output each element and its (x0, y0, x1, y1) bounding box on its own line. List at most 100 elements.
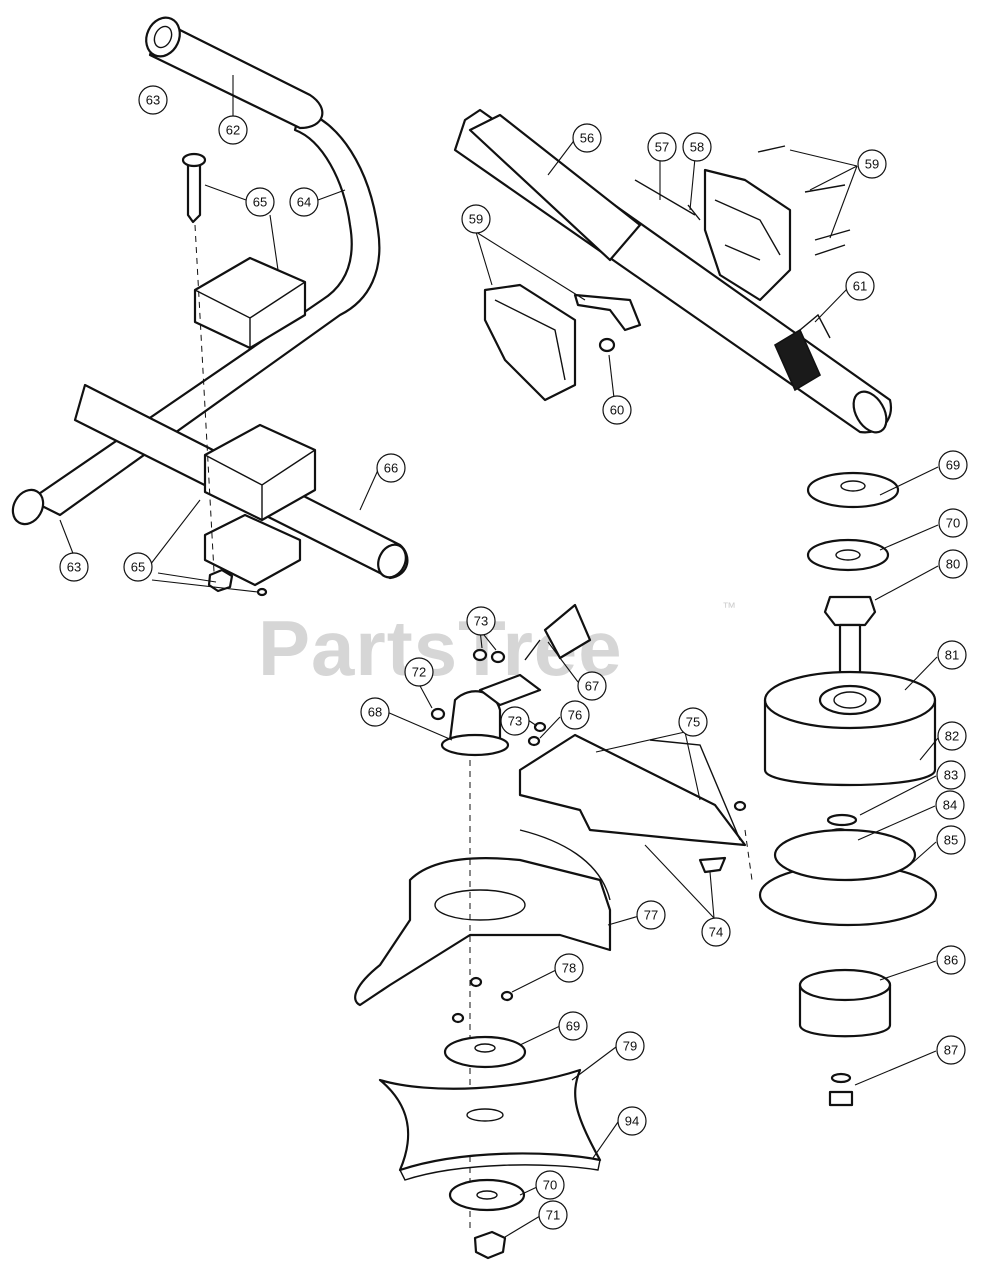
screw-72 (430, 707, 446, 721)
blade-79-hole (466, 1108, 504, 1122)
handle-grip (148, 18, 324, 130)
callout-72: 72 (404, 657, 434, 687)
callout-69: 69 (938, 450, 968, 480)
callout-78: 78 (554, 953, 584, 983)
callout-label: 87 (944, 1043, 958, 1058)
callout-73: 73 (466, 606, 496, 636)
nut-75 (733, 800, 747, 812)
callout-label: 61 (853, 279, 867, 294)
leader-94 (592, 1121, 619, 1159)
leader-79 (571, 1046, 617, 1081)
leader-66 (359, 469, 379, 511)
trimmer-head-stack (758, 471, 938, 1107)
cup-washer-69-hole (840, 480, 866, 492)
callout-59: 59 (461, 204, 491, 234)
cable-67 (543, 603, 592, 660)
spool-85-upper (773, 828, 917, 882)
shaft-clip (799, 313, 831, 339)
leader-82 (919, 737, 939, 761)
callout-label: 85 (944, 833, 958, 848)
adapter-nut-80 (823, 595, 877, 627)
clamp-screw (186, 158, 202, 224)
callout-69: 69 (558, 1011, 588, 1041)
callout-label: 70 (946, 516, 960, 531)
deflector-75 (518, 733, 747, 847)
callout-label: 67 (585, 679, 599, 694)
callout-79: 79 (615, 1031, 645, 1061)
leader-65a (204, 184, 279, 271)
callout-label: 69 (946, 458, 960, 473)
callout-label: 83 (944, 768, 958, 783)
clamp-top-edges (194, 281, 306, 348)
leader-80 (874, 565, 939, 601)
callout-63: 63 (138, 85, 168, 115)
callout-label: 63 (146, 93, 160, 108)
callout-85: 85 (936, 825, 966, 855)
callout-86: 86 (936, 945, 966, 975)
washer-70 (806, 538, 890, 572)
callout-label: 64 (297, 195, 311, 210)
callout-label: 62 (226, 123, 240, 138)
callout-label: 71 (546, 1208, 560, 1223)
clamp-bottom (203, 513, 302, 587)
housing-upper (703, 168, 792, 302)
callout-59: 59 (857, 149, 887, 179)
housing-upper-detail (714, 199, 781, 261)
callout-70: 70 (938, 508, 968, 538)
adapter-stem-80 (838, 623, 862, 677)
leader-lines (59, 75, 939, 1238)
leader-83 (859, 775, 937, 816)
callouts: 63 62 65 64 66 63 65 56 57 58 59 59 60 6… (59, 85, 968, 1230)
callout-label: 94 (625, 1114, 639, 1129)
callout-68: 68 (360, 697, 390, 727)
leader-67 (547, 641, 579, 683)
callout-label: 59 (865, 157, 879, 172)
clamp-mid-edges (204, 449, 316, 520)
pin-57 (634, 179, 696, 216)
screw-73a (472, 648, 488, 662)
handle-assembly (11, 16, 409, 597)
callout-64: 64 (289, 187, 319, 217)
hub-81-bore (833, 691, 867, 709)
callout-label: 58 (690, 140, 704, 155)
bolt-87-head (830, 1072, 852, 1084)
callout-label: 68 (368, 705, 382, 720)
guard-assembly (354, 603, 753, 1230)
callout-label: 57 (655, 140, 669, 155)
leader-65b (149, 499, 259, 593)
cup-washer-69 (806, 471, 900, 509)
leader-68 (386, 711, 453, 741)
callout-label: 73 (508, 714, 522, 729)
clip-74 (698, 856, 727, 874)
leader-61 (814, 287, 849, 323)
hub-81-bearing (818, 684, 882, 716)
main-tube-end (377, 543, 407, 579)
washer-70-lower (448, 1178, 526, 1212)
leader-59b (475, 231, 586, 301)
callout-80: 80 (938, 549, 968, 579)
callout-61: 61 (845, 271, 875, 301)
callout-label: 65 (131, 560, 145, 575)
screw-73c (533, 721, 547, 733)
gearhead-68-flange (440, 733, 510, 757)
callout-label: 75 (686, 715, 700, 730)
throttle-latch (573, 293, 642, 332)
leader-86 (879, 960, 937, 981)
handle-end (11, 488, 45, 526)
handle-bar (28, 108, 381, 517)
leader-69b (519, 1025, 561, 1046)
grip-end-hole (153, 25, 173, 49)
callout-label: 74 (709, 925, 723, 940)
leader-77 (607, 915, 640, 926)
callout-65: 65 (245, 187, 275, 217)
callout-label: 84 (943, 798, 957, 813)
clamp-screw-head (181, 152, 207, 168)
callout-label: 79 (623, 1039, 637, 1054)
callout-83: 83 (936, 760, 966, 790)
callout-76: 76 (560, 700, 590, 730)
screw-c (814, 229, 851, 241)
blade-79-edge (399, 1159, 601, 1181)
leader-70a (879, 524, 939, 551)
